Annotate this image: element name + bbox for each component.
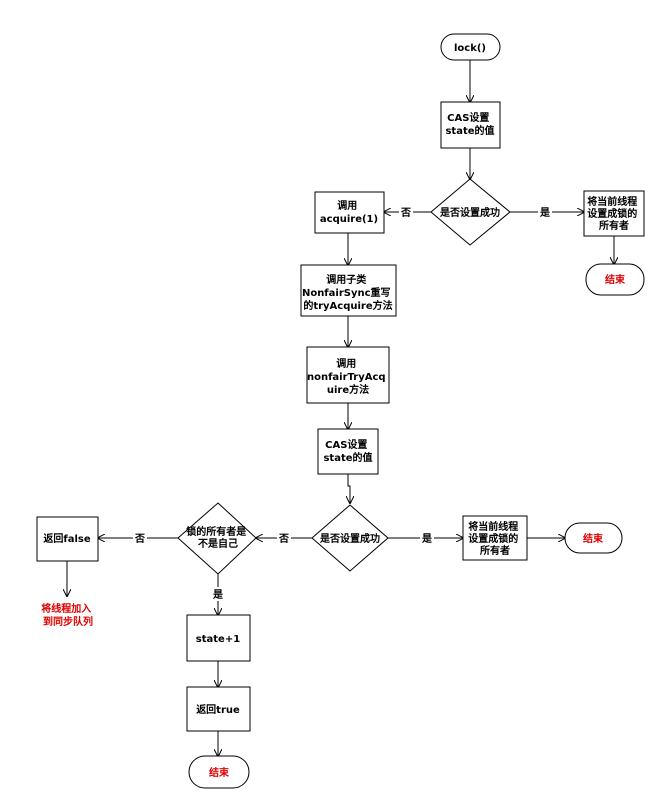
edge-label-yes-3: 是 xyxy=(212,589,223,601)
node-cas2-label: CAS设置 state的值 xyxy=(323,438,372,464)
edge-labels: 是 否 是 否 否 是 xyxy=(133,205,552,601)
edge-label-no-1: 否 xyxy=(400,207,411,219)
node-queue-label: 将线程加入 到同步队列 xyxy=(41,602,94,628)
node-dec2: 是否设置成功 xyxy=(311,504,389,572)
node-end1-label: 结束 xyxy=(605,273,626,286)
node-acquire-label: 调用 acquire(1) xyxy=(320,199,378,225)
edges xyxy=(67,60,614,756)
node-lock: lock() xyxy=(440,33,501,61)
node-end3-label: 结束 xyxy=(209,766,230,779)
node-end3: 结束 xyxy=(188,755,250,789)
edge-cas2-dec2 xyxy=(348,474,350,503)
node-dec1: 是否设置成功 xyxy=(430,178,511,246)
node-dec2-label: 是否设置成功 xyxy=(319,532,380,545)
node-lock-label: lock() xyxy=(454,43,486,54)
node-retfalse: 返回false xyxy=(36,516,99,562)
node-owner2-label: 将当前线程 设置成锁的 所有者 xyxy=(468,520,521,557)
node-acquire: 调用 acquire(1) xyxy=(314,191,385,234)
node-nonfair-label: 调用 nonfairTryAcq uire方法 xyxy=(307,357,389,396)
node-queue: 将线程加入 到同步队列 xyxy=(41,602,94,628)
node-cas1: CAS设置 state的值 xyxy=(440,101,501,149)
node-cas2: CAS设置 state的值 xyxy=(317,428,379,475)
node-dec3-label: 锁的所有者是 不是自己 xyxy=(186,525,249,550)
edge-label-yes-2: 是 xyxy=(421,533,432,545)
node-end2: 结束 xyxy=(564,522,623,554)
node-end1: 结束 xyxy=(585,263,645,296)
edge-label-no-2: 否 xyxy=(278,533,289,545)
edge-label-no-3: 否 xyxy=(134,533,145,545)
node-end2-label: 结束 xyxy=(583,532,604,545)
node-stateplus: state+1 xyxy=(186,614,251,662)
node-nonfair: 调用 nonfairTryAcq uire方法 xyxy=(306,346,390,404)
node-retfalse-label: 返回false xyxy=(43,532,90,545)
node-stateplus-label: state+1 xyxy=(196,634,240,645)
node-owner1: 将当前线程 设置成锁的 所有者 xyxy=(583,190,645,237)
node-owner1-label: 将当前线程 设置成锁的 所有者 xyxy=(587,195,640,232)
node-tryacq-label: 调用子类 NonfairSync重写 的tryAcquire方法 xyxy=(302,273,394,312)
node-tryacq: 调用子类 NonfairSync重写 的tryAcquire方法 xyxy=(300,264,397,317)
node-dec1-label: 是否设置成功 xyxy=(439,206,500,219)
node-rettrue: 返回true xyxy=(186,686,251,732)
node-rettrue-label: 返回true xyxy=(196,703,240,716)
node-dec3: 锁的所有者是 不是自己 xyxy=(177,502,257,575)
edge-label-yes-1: 是 xyxy=(539,207,550,219)
node-cas1-label: CAS设置 state的值 xyxy=(445,111,494,137)
node-owner2: 将当前线程 设置成锁的 所有者 xyxy=(462,515,528,561)
